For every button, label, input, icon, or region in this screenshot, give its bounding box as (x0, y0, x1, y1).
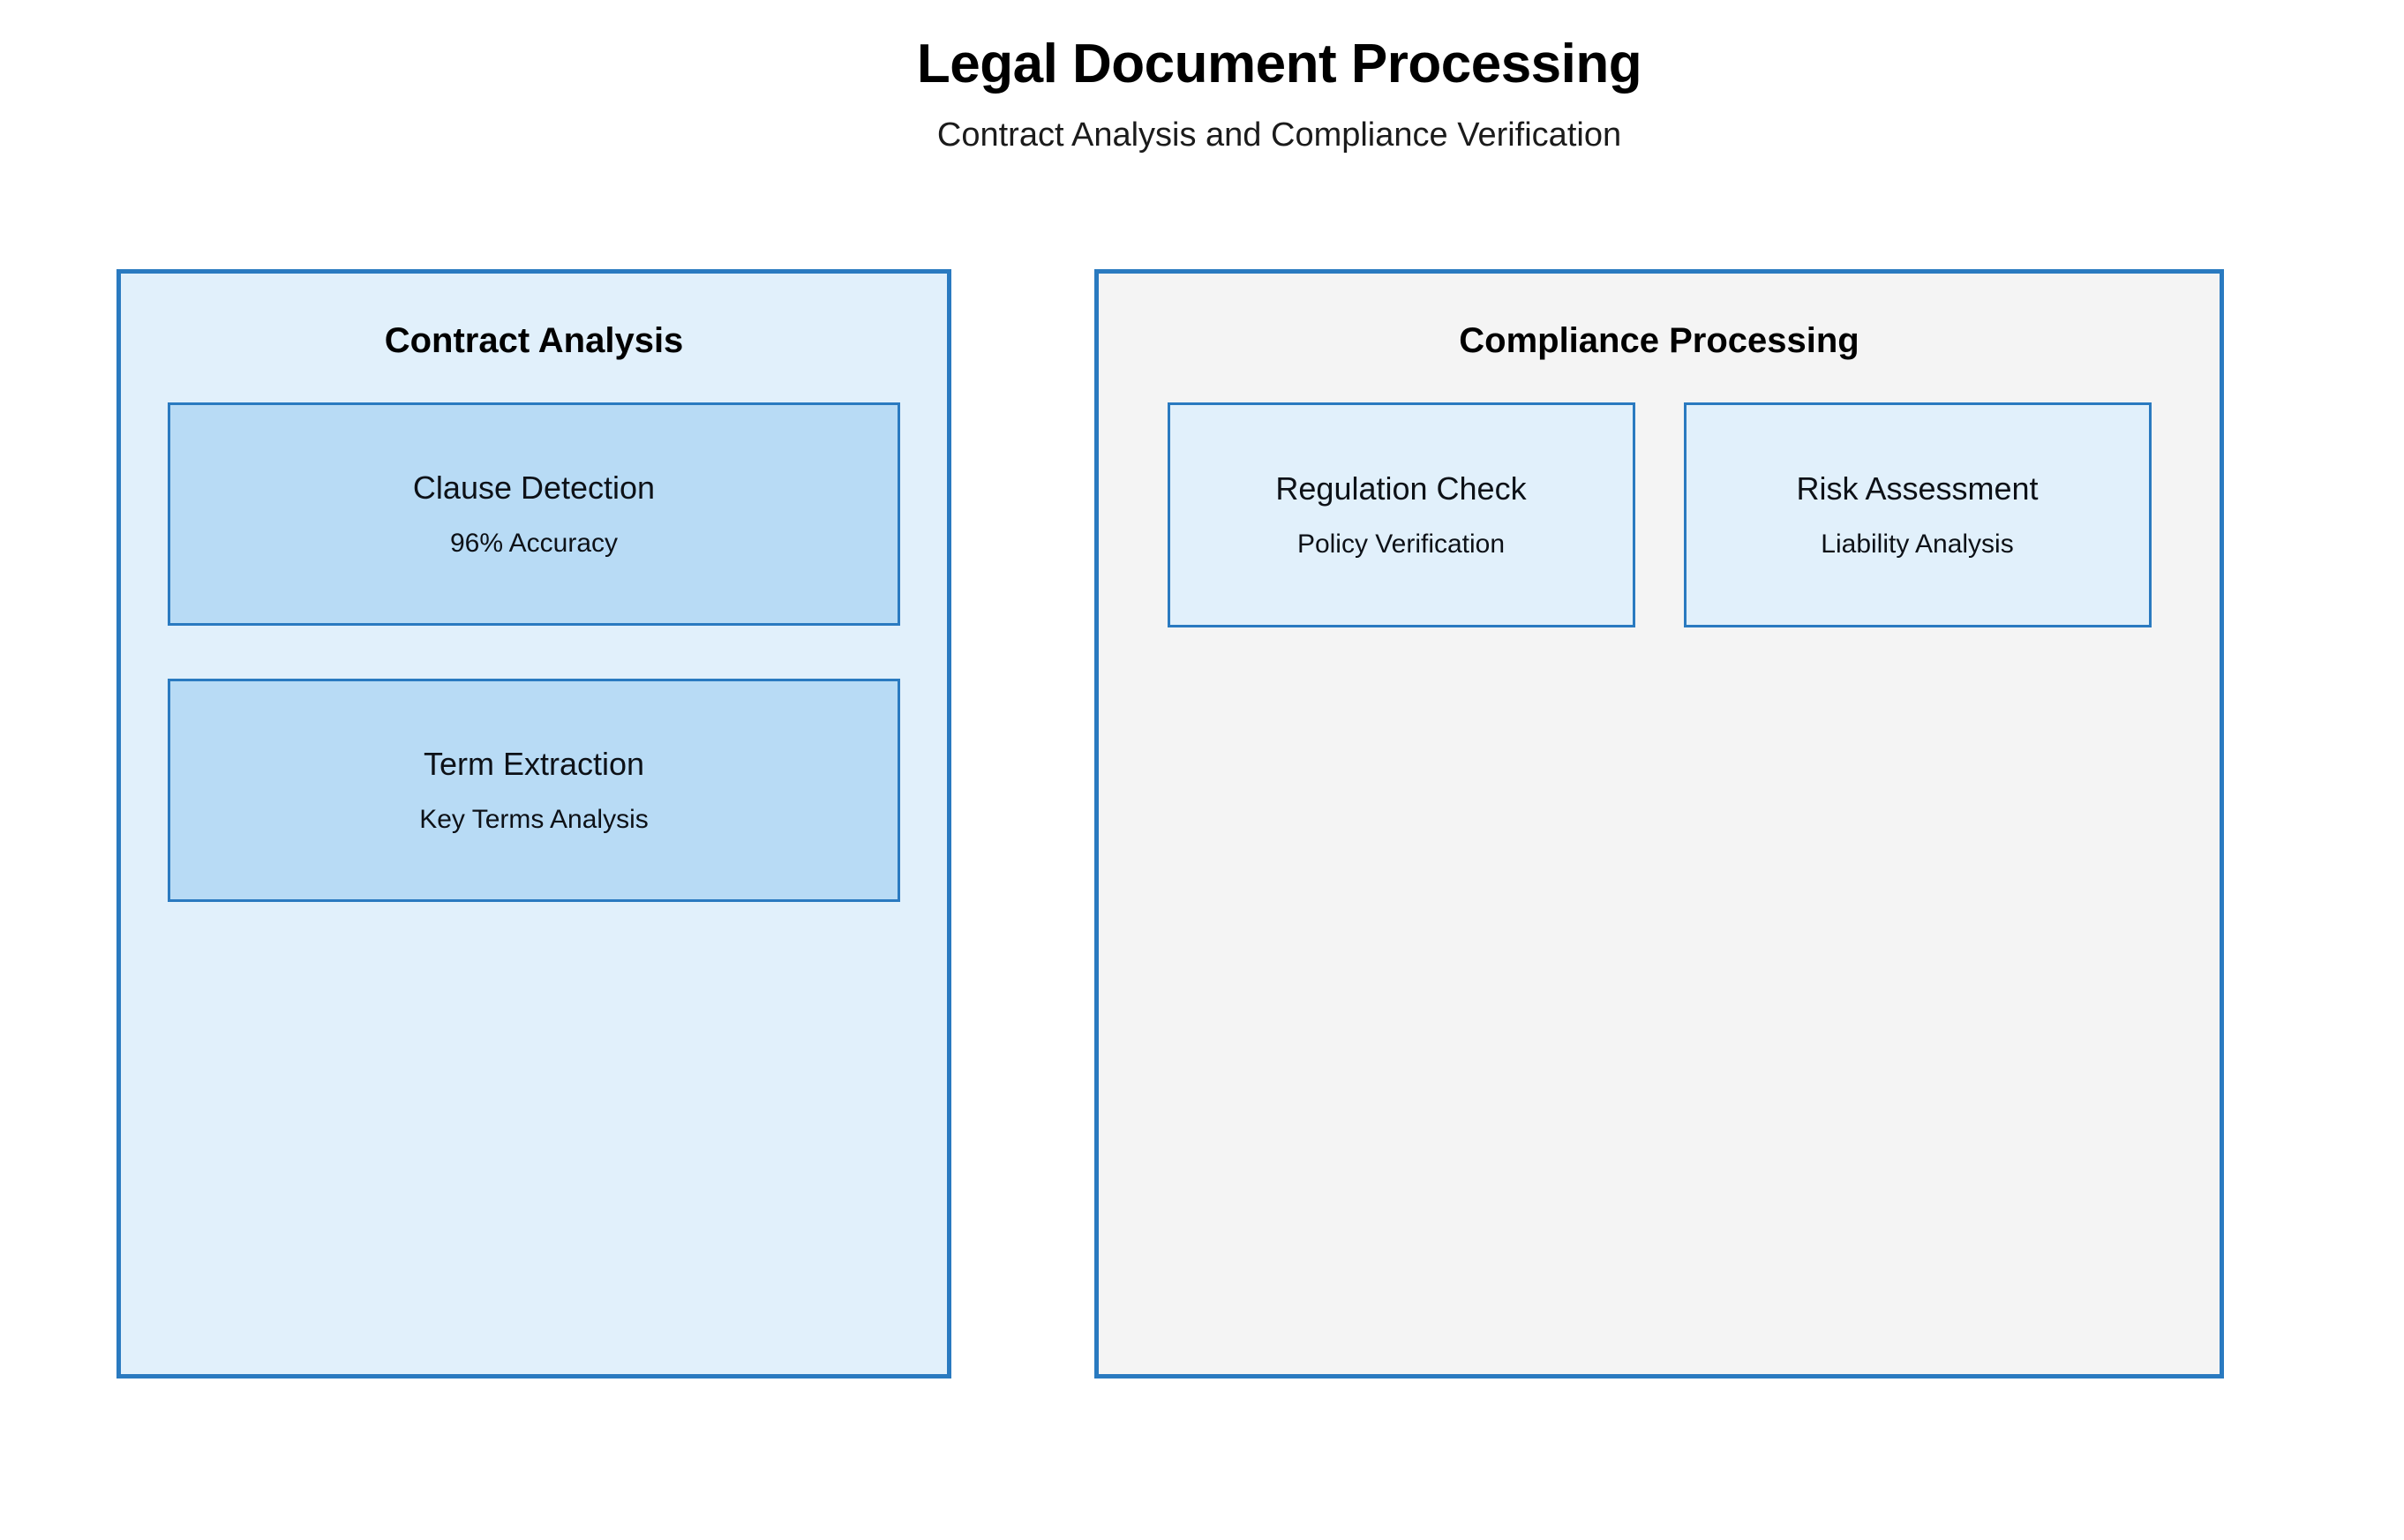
node-title-regulation-check: Regulation Check (1275, 470, 1527, 507)
node-regulation-check[interactable]: Regulation Check Policy Verification (1167, 402, 1635, 627)
node-title-term-extraction: Term Extraction (423, 745, 645, 782)
node-group-compliance-processing: Regulation Check Policy Verification Ris… (1099, 402, 2220, 627)
panel-title-contract-analysis: Contract Analysis (384, 321, 684, 360)
node-subtitle-term-extraction: Key Terms Analysis (419, 805, 649, 835)
panel-compliance-processing: Compliance Processing Regulation Check P… (1094, 269, 2224, 1378)
node-title-risk-assessment: Risk Assessment (1796, 470, 2039, 507)
diagram-header: Legal Document Processing Contract Analy… (0, 0, 2404, 156)
node-group-contract-analysis: Clause Detection 96% Accuracy Term Extra… (121, 402, 947, 902)
node-subtitle-regulation-check: Policy Verification (1296, 530, 1506, 560)
node-clause-detection[interactable]: Clause Detection 96% Accuracy (168, 402, 900, 626)
node-term-extraction[interactable]: Term Extraction Key Terms Analysis (168, 679, 900, 902)
node-subtitle-risk-assessment: Liability Analysis (1821, 530, 2014, 560)
node-title-clause-detection: Clause Detection (412, 469, 656, 506)
page-subtitle: Contract Analysis and Compliance Verific… (936, 116, 1622, 154)
node-risk-assessment[interactable]: Risk Assessment Liability Analysis (1683, 402, 2152, 627)
page-title: Legal Document Processing (916, 34, 1642, 94)
panel-title-compliance-processing: Compliance Processing (1459, 321, 1859, 360)
node-subtitle-clause-detection: 96% Accuracy (449, 529, 619, 559)
panel-contract-analysis: Contract Analysis Clause Detection 96% A… (116, 269, 951, 1378)
